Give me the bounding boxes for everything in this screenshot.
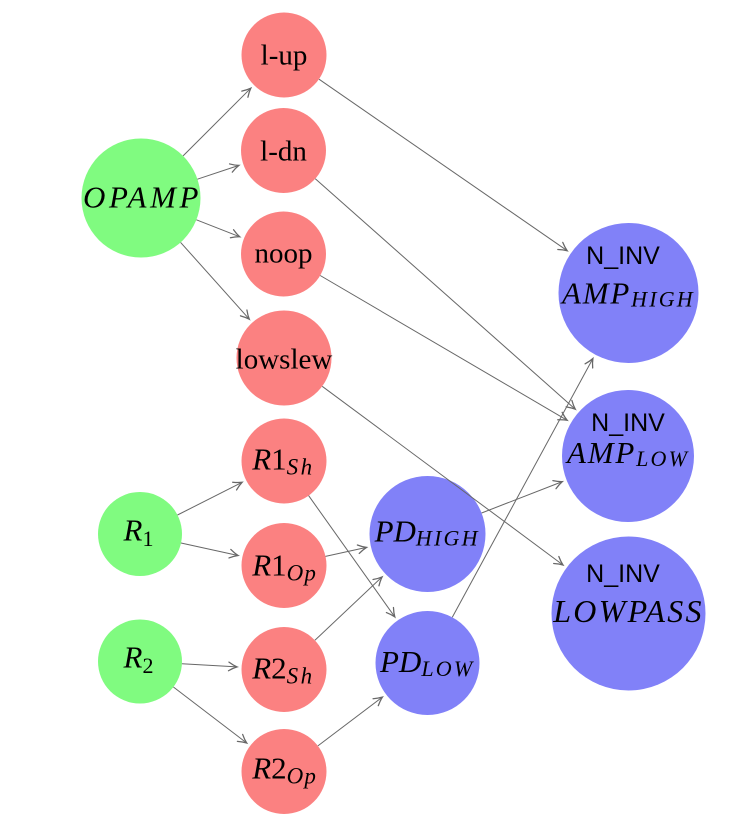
svg-text:LOWPASS: LOWPASS: [552, 593, 704, 629]
svg-text:noop: noop: [255, 237, 313, 269]
svg-text:PDHIGH: PDHIGH: [374, 514, 480, 551]
svg-text:lowslew: lowslew: [236, 344, 333, 376]
svg-text:N_INV: N_INV: [586, 242, 660, 270]
svg-text:l-dn: l-dn: [260, 136, 307, 168]
svg-text:R2: R2: [123, 639, 154, 678]
svg-text:l-up: l-up: [261, 39, 308, 71]
svg-text:OPAMP: OPAMP: [83, 179, 202, 214]
svg-text:N_INV: N_INV: [586, 560, 660, 588]
svg-text:AMPLOW: AMPLOW: [565, 435, 689, 471]
svg-text:R2Op: R2Op: [251, 750, 317, 788]
svg-text:N_INV: N_INV: [591, 409, 665, 437]
